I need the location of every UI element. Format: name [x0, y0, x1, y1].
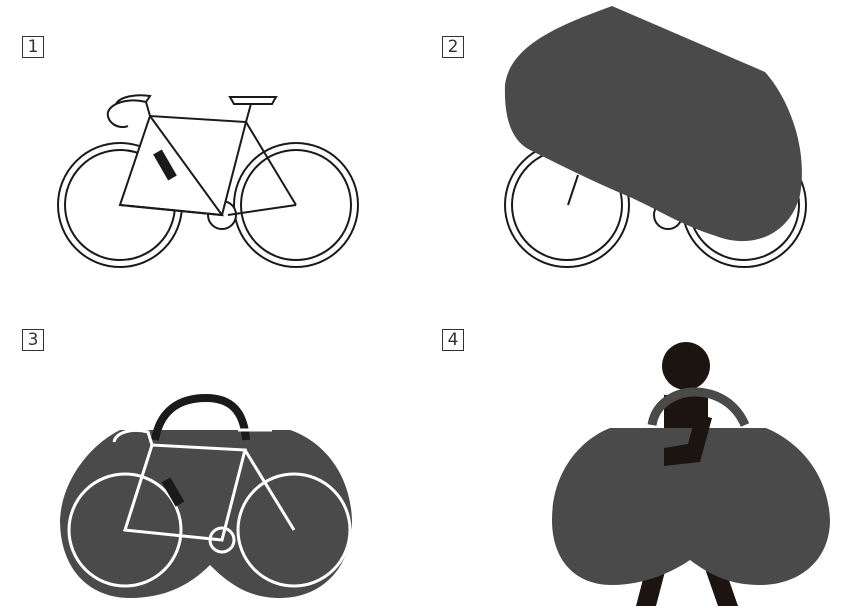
- person-head: [662, 342, 710, 390]
